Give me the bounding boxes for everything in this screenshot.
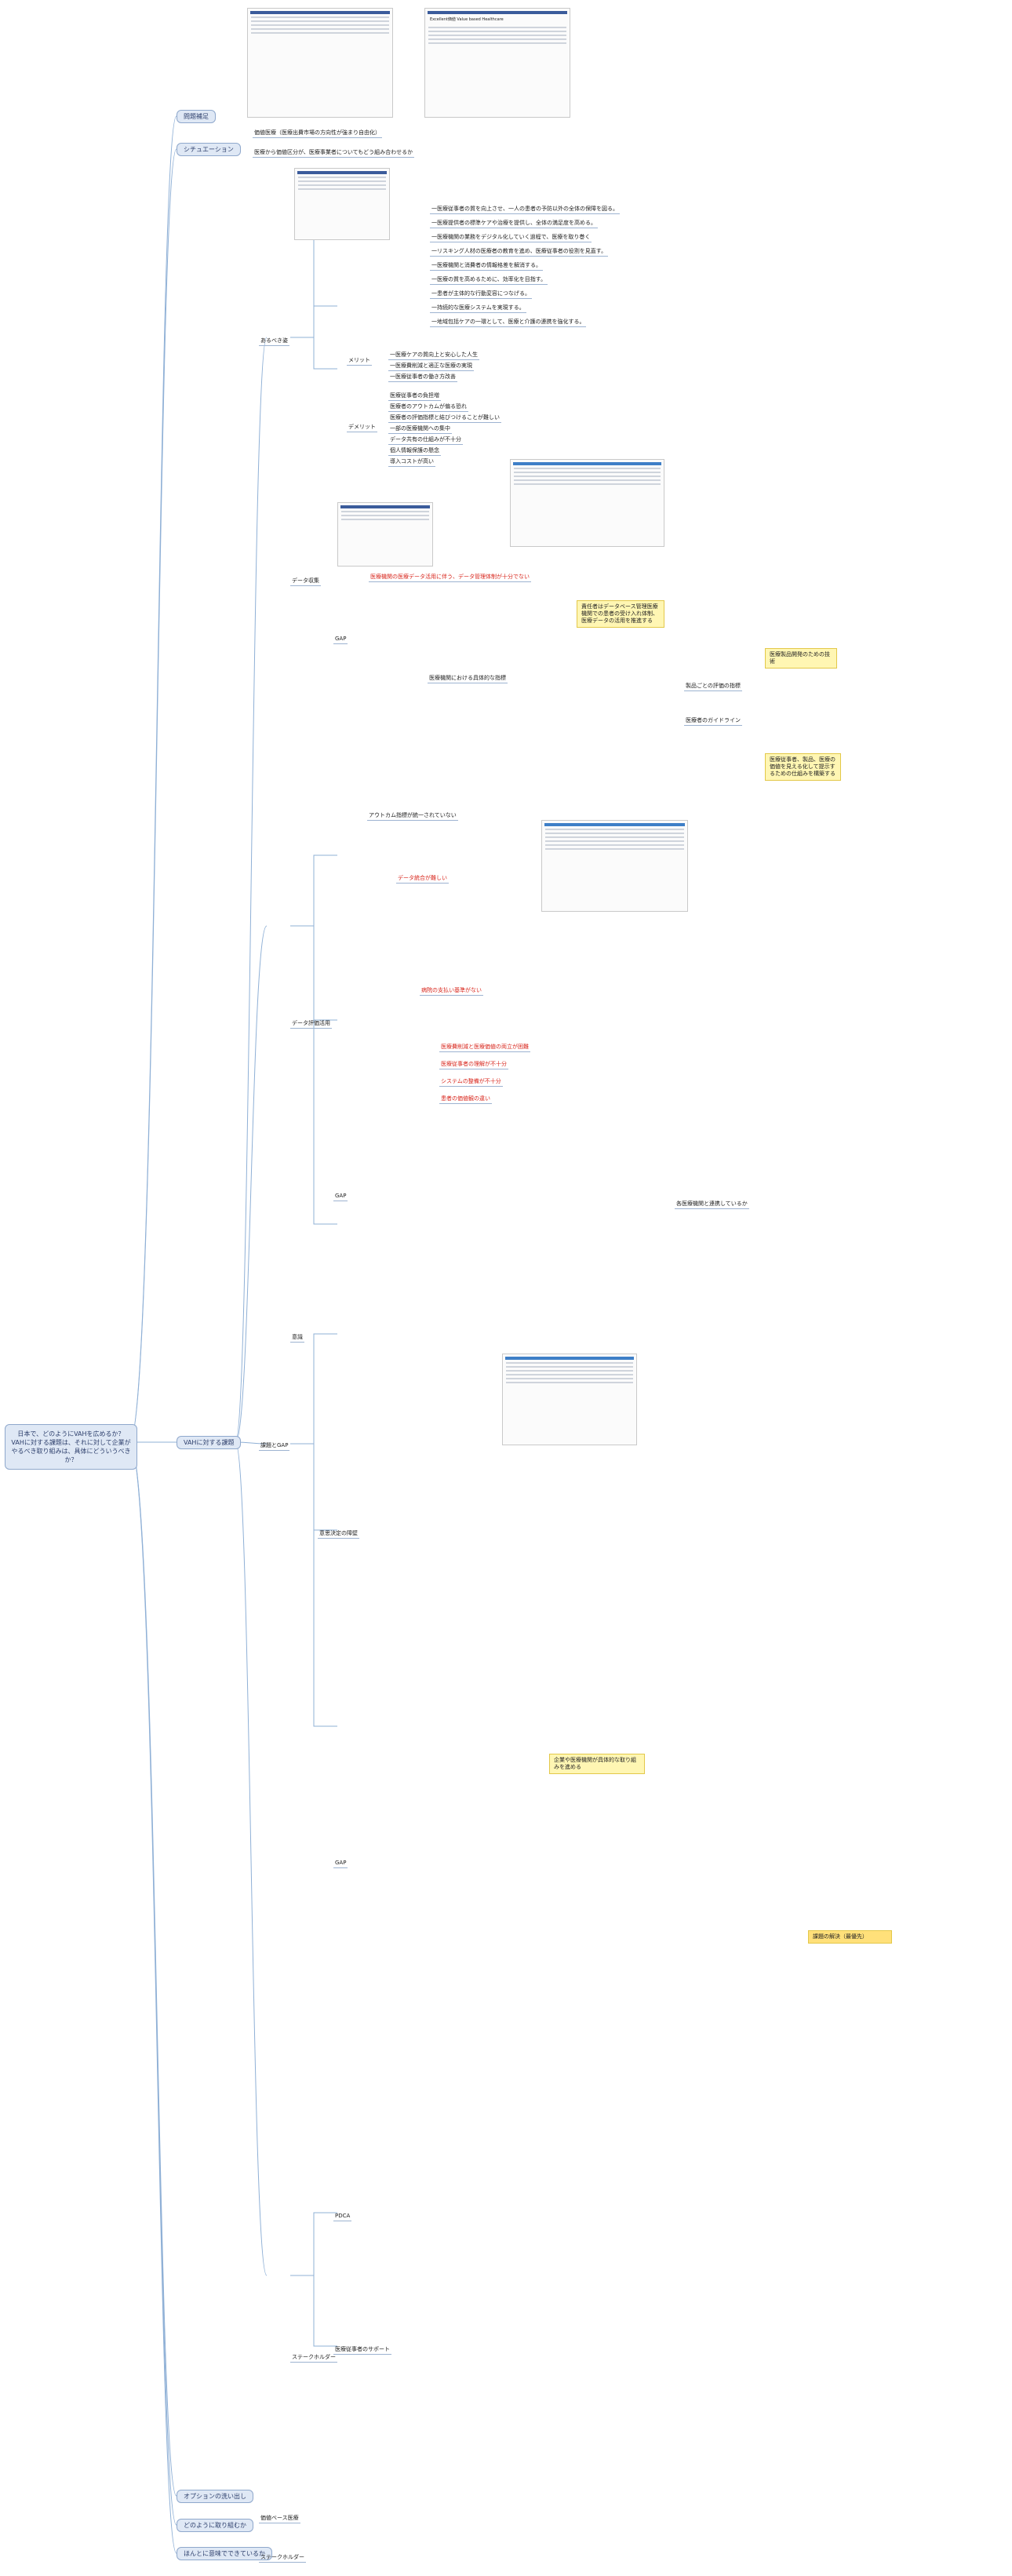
demerit-item-1: 医療従事者の負担増 bbox=[388, 392, 441, 401]
slide-thumbnail-right: Excellent価値 Value based Healthcare bbox=[424, 8, 570, 118]
situation-item-1: 価値医療（医療出費市場の方向性が強まり自由化） bbox=[253, 129, 382, 138]
branch-problem-supplement[interactable]: 問題補足 bbox=[177, 110, 216, 123]
gap-issue-5: 医療従事者の理解が不十分 bbox=[439, 1061, 508, 1069]
note-4: 各医療機関と連携しているか bbox=[675, 1201, 749, 1209]
demerit-item-3: 医療者の評価指標と結びつけることが難しい bbox=[388, 414, 501, 423]
option-stakeholders: ステークホルダー bbox=[290, 2354, 337, 2363]
awareness-image bbox=[502, 1354, 637, 1445]
option-support: 医療従事者のサポート bbox=[333, 2346, 391, 2355]
overview-list-4: 一リスキング人材の医療者の教育を進め、医療従事者の役割を見直す。 bbox=[430, 248, 609, 257]
yellow-note-3: 企業や医療機関が具体的な取り組みを進める bbox=[549, 1754, 645, 1774]
demerit-item-5: データ共有の仕組みが不十分 bbox=[388, 436, 463, 445]
decision-label: 意思決定の障壁 bbox=[318, 1530, 359, 1539]
overview-list-3: 一医療機関の業務をデジタル化していく過程で、医療を取り巻く bbox=[430, 234, 592, 242]
merit-item-1: 一医療ケアの質向上と安心した人生 bbox=[388, 352, 479, 360]
slide-title: Excellent価値 Value based Healthcare bbox=[430, 17, 504, 22]
ideal-label: あるべき姿 bbox=[259, 337, 289, 346]
root-node[interactable]: 日本で、どのようにVAHを広めるか？ VAHに対する課題は、それに対して企業がや… bbox=[5, 1424, 137, 1470]
data-collection-issue: 医療機関の医療データ活用に伴う、データ管理体制が十分でない bbox=[369, 574, 531, 582]
data-collection-image-1 bbox=[337, 502, 433, 567]
data-collection-label: データ収集 bbox=[290, 578, 321, 586]
branch-validation[interactable]: ほんとに意味でできているか bbox=[177, 2547, 272, 2560]
note-3: 医療者のガイドライン bbox=[684, 717, 742, 726]
option-pdca: PDCA bbox=[333, 2213, 352, 2221]
outcome-label: アウトカム指標が統一されていない bbox=[367, 812, 458, 821]
yellow-note-5: 課題の解決（最優先） bbox=[808, 1930, 892, 1944]
gap-issue-7: 患者の価値観の違い bbox=[439, 1095, 492, 1104]
branch-approach[interactable]: どのように取り組むか bbox=[177, 2519, 253, 2532]
overview-diagram-image bbox=[294, 168, 390, 240]
merit-label: メリット bbox=[347, 357, 372, 366]
merit-item-3: 一医療従事者の働き方改善 bbox=[388, 373, 457, 382]
gap-issue-6: システムの整備が不十分 bbox=[439, 1078, 503, 1087]
yellow-note-1: 責任者はデータベース管理医療機関での患者の受け入れ体制、医療データの活用を推進す… bbox=[577, 600, 664, 628]
demerit-item-4: 一部の医療機関への集中 bbox=[388, 425, 452, 434]
gap-label-2: GAP bbox=[333, 1193, 348, 1201]
overview-list-6: 一医療の質を高めるために、効率化を目指す。 bbox=[430, 276, 548, 285]
branch-situation[interactable]: シチュエーション bbox=[177, 143, 241, 156]
overview-list-7: 一患者が主体的な行動変容につなげる。 bbox=[430, 290, 532, 299]
overview-list-5: 一医療機関と消費者の情報格差を解消する。 bbox=[430, 262, 543, 271]
demerit-item-2: 医療者のアウトカムが偏る恐れ bbox=[388, 403, 468, 412]
branch-vah-issues[interactable]: VAHに対する課題 bbox=[177, 1436, 242, 1449]
demerit-item-6: 個人情報保護の懸念 bbox=[388, 447, 441, 456]
merit-item-2: 一医療費削減と適正な医療の実現 bbox=[388, 363, 474, 371]
data-collection-image-2 bbox=[510, 459, 664, 547]
gap-issue-4: 医療費削減と医療価値の両立が困難 bbox=[439, 1044, 530, 1052]
approach-item: 価値ベース医療 bbox=[259, 2515, 300, 2523]
evaluation-image bbox=[541, 820, 688, 912]
note-1: 医療機関における具体的な指標 bbox=[428, 675, 508, 683]
challenges-label: 課題とGAP bbox=[259, 1442, 290, 1451]
yellow-note-4: 医療製品開発のための技術 bbox=[765, 648, 837, 669]
branch-options[interactable]: オプションの洗い出し bbox=[177, 2490, 253, 2503]
note-2: 製品ごとの評価の指標 bbox=[684, 683, 742, 691]
yellow-note-2: 医療従事者、製品、医療の価値を見える化して提示するための仕組みを構築する bbox=[765, 753, 841, 781]
slide-thumbnail-left bbox=[247, 8, 393, 118]
awareness-label: 意識 bbox=[290, 1334, 304, 1343]
situation-item-2: 医療から価値区分が、医療事業者についてもどう組み合わせるか bbox=[253, 149, 415, 158]
evaluation-issue: データ統合が難しい bbox=[396, 875, 449, 884]
gap-label-1: GAP bbox=[333, 636, 348, 644]
gap-issue-3: 病院の支払い基準がない bbox=[420, 987, 483, 996]
overview-list-2: 一医療提供者の標準ケアや治療を提供し、全体の満足度を高める。 bbox=[430, 220, 598, 228]
gap-label-3: GAP bbox=[333, 1860, 348, 1868]
demerit-item-7: 導入コストが高い bbox=[388, 458, 435, 467]
validation-item: ステークホルダー bbox=[259, 2554, 306, 2563]
data-evaluation-label: データ評価活用 bbox=[290, 1020, 332, 1029]
demerit-label: デメリット bbox=[347, 424, 377, 432]
overview-list-1: 一医療従事者の質を向上させ、一人の患者の予防以外の全体の保障を図る。 bbox=[430, 206, 620, 214]
overview-list-9: 一地域包括ケアの一環として、医療と介護の連携を強化する。 bbox=[430, 319, 587, 327]
overview-list-8: 一持続的な医療システムを実現する。 bbox=[430, 304, 526, 313]
